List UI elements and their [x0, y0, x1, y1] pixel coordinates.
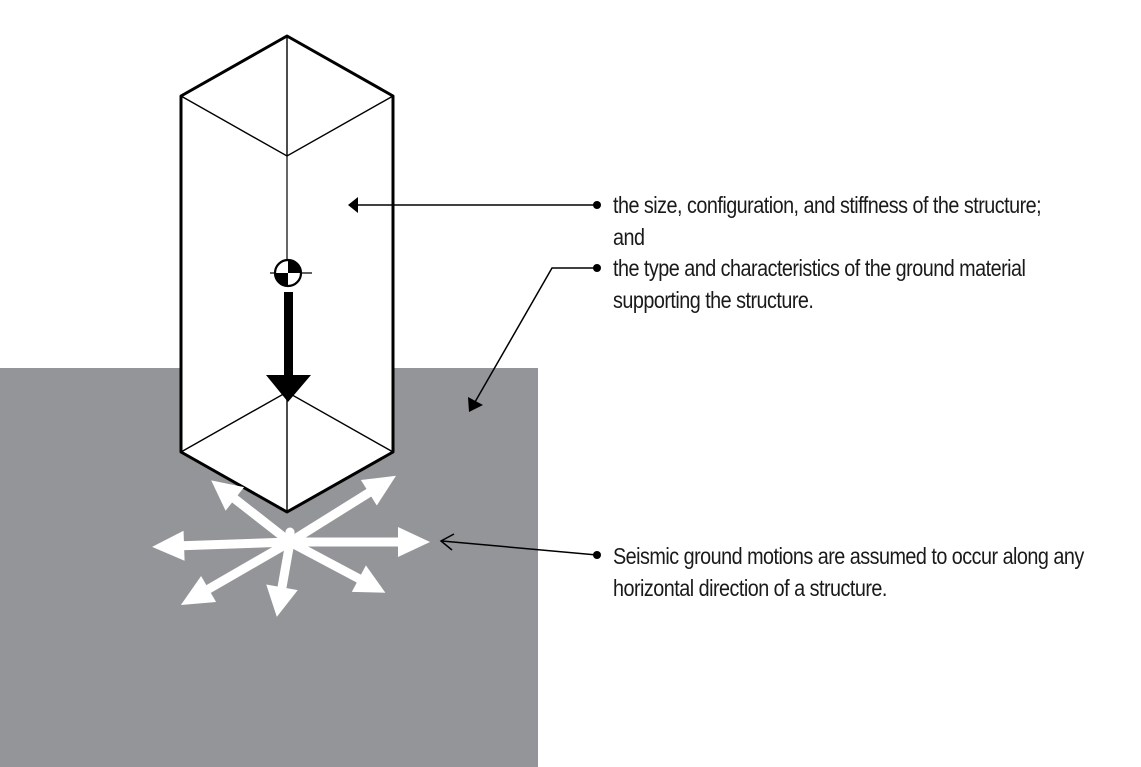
leader-structure — [348, 197, 601, 213]
structure-annotation-line1: the size, configuration, and stiffness o… — [613, 192, 1042, 218]
center-of-mass-symbol — [270, 258, 312, 288]
ground-annotation-line1: the type and characteristics of the grou… — [613, 255, 1026, 281]
ground-annotation: the type and characteristics of the grou… — [613, 252, 1026, 316]
leader-seismic — [439, 533, 601, 559]
ground-annotation-line2: supporting the structure. — [613, 287, 814, 313]
structure-annotation-line2: and — [613, 224, 645, 250]
seismic-direction-arrows — [152, 475, 430, 617]
seismic-annotation-line1: Seismic ground motions are assumed to oc… — [613, 543, 1084, 569]
seismic-annotation-line2: horizontal direction of a structure. — [613, 575, 887, 601]
structure-annotation: the size, configuration, and stiffness o… — [613, 189, 1042, 253]
seismic-annotation: Seismic ground motions are assumed to oc… — [613, 540, 1084, 604]
leader-ground — [468, 264, 601, 412]
gravity-load-arrow — [266, 292, 311, 402]
